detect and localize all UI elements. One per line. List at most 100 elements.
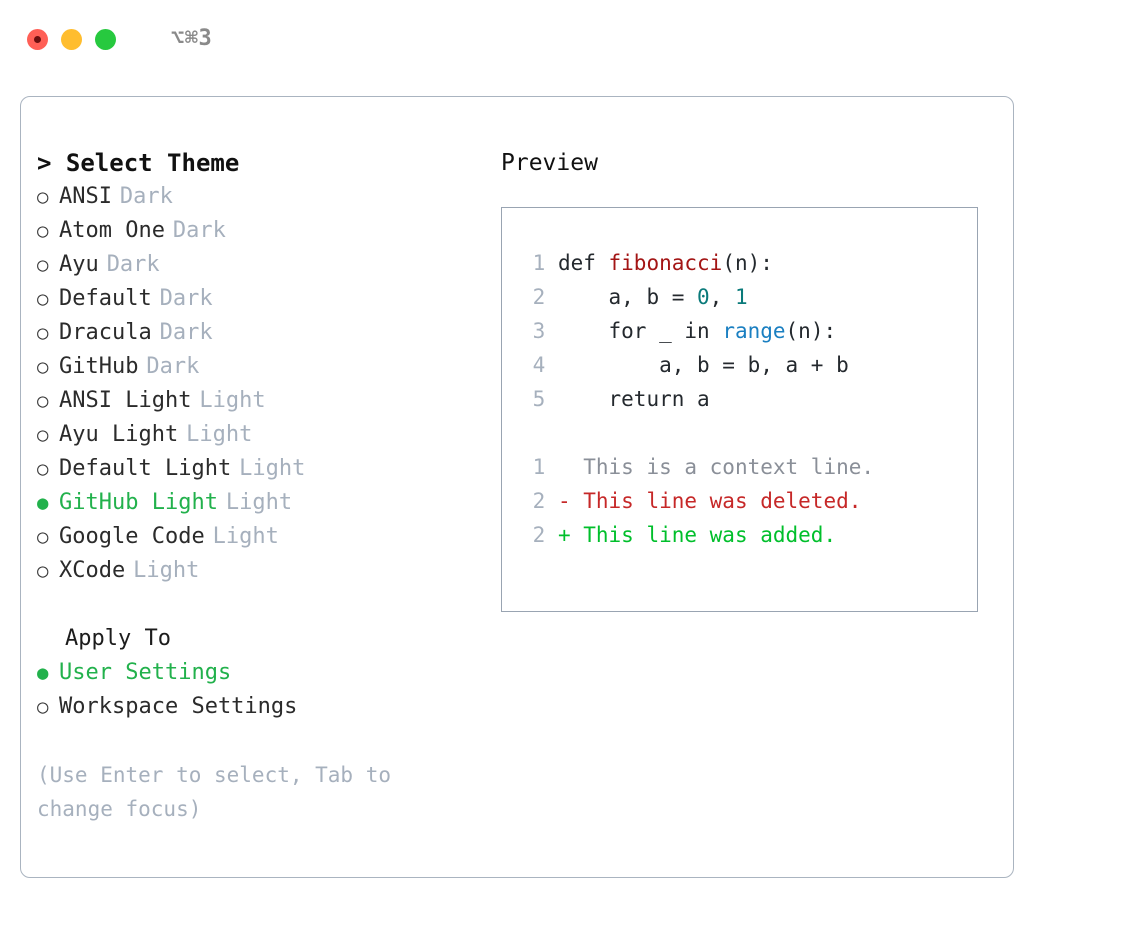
apply-to-option-user-settings[interactable]: ● User Settings [37,656,477,690]
apply-to-header: Apply To [65,626,171,651]
theme-variant-tag: Light [199,388,266,413]
radio-icon: ○ [37,424,49,446]
theme-list-item[interactable]: ○ ANSI Light Light [37,384,477,418]
close-button[interactable] [27,28,48,50]
line-number: 2 [532,523,546,547]
radio-icon: ○ [37,526,49,548]
code-token: for _ in [557,319,723,343]
theme-list-item[interactable]: ○ Google Code Light [37,520,477,554]
line-number: 5 [532,387,546,411]
line-number: 3 [532,319,546,343]
radio-icon: ○ [37,560,49,582]
radio-icon: ○ [37,696,49,718]
preview-header: Preview [501,150,598,176]
radio-icon: ○ [37,220,49,242]
radio-icon: ○ [37,322,49,344]
code-line: 4 a, b = b, a + b [520,348,977,382]
theme-variant-tag: Dark [172,218,226,243]
minimize-button[interactable] [61,28,82,50]
diff-text: This line was deleted. [570,489,862,513]
diff-line-context: 1 This is a context line. [520,450,977,484]
theme-name: GitHub [59,354,139,379]
theme-list-item[interactable]: ○ XCode Light [37,554,477,588]
select-theme-header: > Select Theme [37,149,240,177]
theme-variant-tag: Dark [119,184,173,209]
theme-variant-tag: Light [186,422,253,447]
radio-icon: ○ [37,186,49,208]
code-line: 3 for _ in range(n): [520,314,977,348]
title-bar: ⌥⌘3 [0,0,1140,78]
apply-to-options: ● User Settings ○ Workspace Settings [37,656,477,724]
line-number: 1 [532,251,546,275]
radio-icon: ○ [37,254,49,276]
code-line: 1 def fibonacci(n): [520,246,977,280]
diff-marker: - [557,489,571,513]
code-line: 2 a, b = 0, 1 [520,280,977,314]
line-number: 2 [532,489,546,513]
theme-list-item[interactable]: ○ Ayu Light Light [37,418,477,452]
diff-marker: + [557,523,571,547]
radio-icon-selected: ● [37,662,49,684]
code-token: a, b = [557,285,698,309]
theme-name: GitHub Light [59,490,218,515]
theme-list-item-selected[interactable]: ● GitHub Light Light [37,486,477,520]
code-token: (n): [722,251,773,275]
theme-name: ANSI Light [59,388,192,413]
line-number: 4 [532,353,546,377]
code-token: a, b = b, a + b [557,353,849,377]
theme-variant-tag: Dark [146,354,200,379]
preview-box: 1 def fibonacci(n): 2 a, b = 0, 1 3 for … [501,207,978,612]
list-spacer [37,588,477,622]
diff-text: This line was added. [570,523,837,547]
window-controls [27,28,116,50]
line-number: 1 [532,455,546,479]
keyboard-shortcut-label: ⌥⌘3 [171,26,213,51]
theme-name: ANSI [59,184,112,209]
radio-icon: ○ [37,390,49,412]
diff-line-deleted: 2 - This line was deleted. [520,484,977,518]
theme-name: Default Light [59,456,232,481]
radio-icon: ○ [37,288,49,310]
theme-list-item[interactable]: ○ GitHub Dark [37,350,477,384]
theme-variant-tag: Light [133,558,200,583]
diff-line-added: 2 + This line was added. [520,518,977,552]
theme-name: Google Code [59,524,205,549]
code-token: , [709,285,735,309]
preview-column: Preview 1 def fibonacci(n): 2 a, b = 0, … [501,146,1001,612]
theme-variant-tag: Light [225,490,293,515]
code-token: def [557,251,609,275]
theme-list-item[interactable]: ○ ANSI Dark [37,180,477,214]
diff-text: This is a context line. [570,455,875,479]
radio-icon-selected: ● [37,492,49,514]
diff-marker [558,455,571,479]
theme-name: Ayu Light [59,422,179,447]
maximize-button[interactable] [95,28,116,50]
theme-variant-tag: Light [239,456,306,481]
apply-to-option-label: User Settings [59,660,232,685]
code-token: (n): [785,319,837,343]
apply-to-option-label: Workspace Settings [59,694,298,719]
code-token-function: fibonacci [608,251,723,275]
line-number: 2 [532,285,546,309]
apply-to-option-workspace-settings[interactable]: ○ Workspace Settings [37,690,477,724]
code-token: return a [557,387,710,411]
theme-name: Default [59,286,152,311]
radio-icon: ○ [37,458,49,480]
code-token-number: 1 [734,285,748,309]
theme-list-item[interactable]: ○ Default Light Light [37,452,477,486]
code-line: 5 return a [520,382,977,416]
radio-icon: ○ [37,356,49,378]
code-blank-line [520,416,977,450]
theme-variant-tag: Dark [159,320,213,345]
theme-variant-tag: Dark [159,286,213,311]
theme-variant-tag: Light [212,524,279,549]
theme-list-item[interactable]: ○ Default Dark [37,282,477,316]
theme-name: XCode [59,558,126,583]
